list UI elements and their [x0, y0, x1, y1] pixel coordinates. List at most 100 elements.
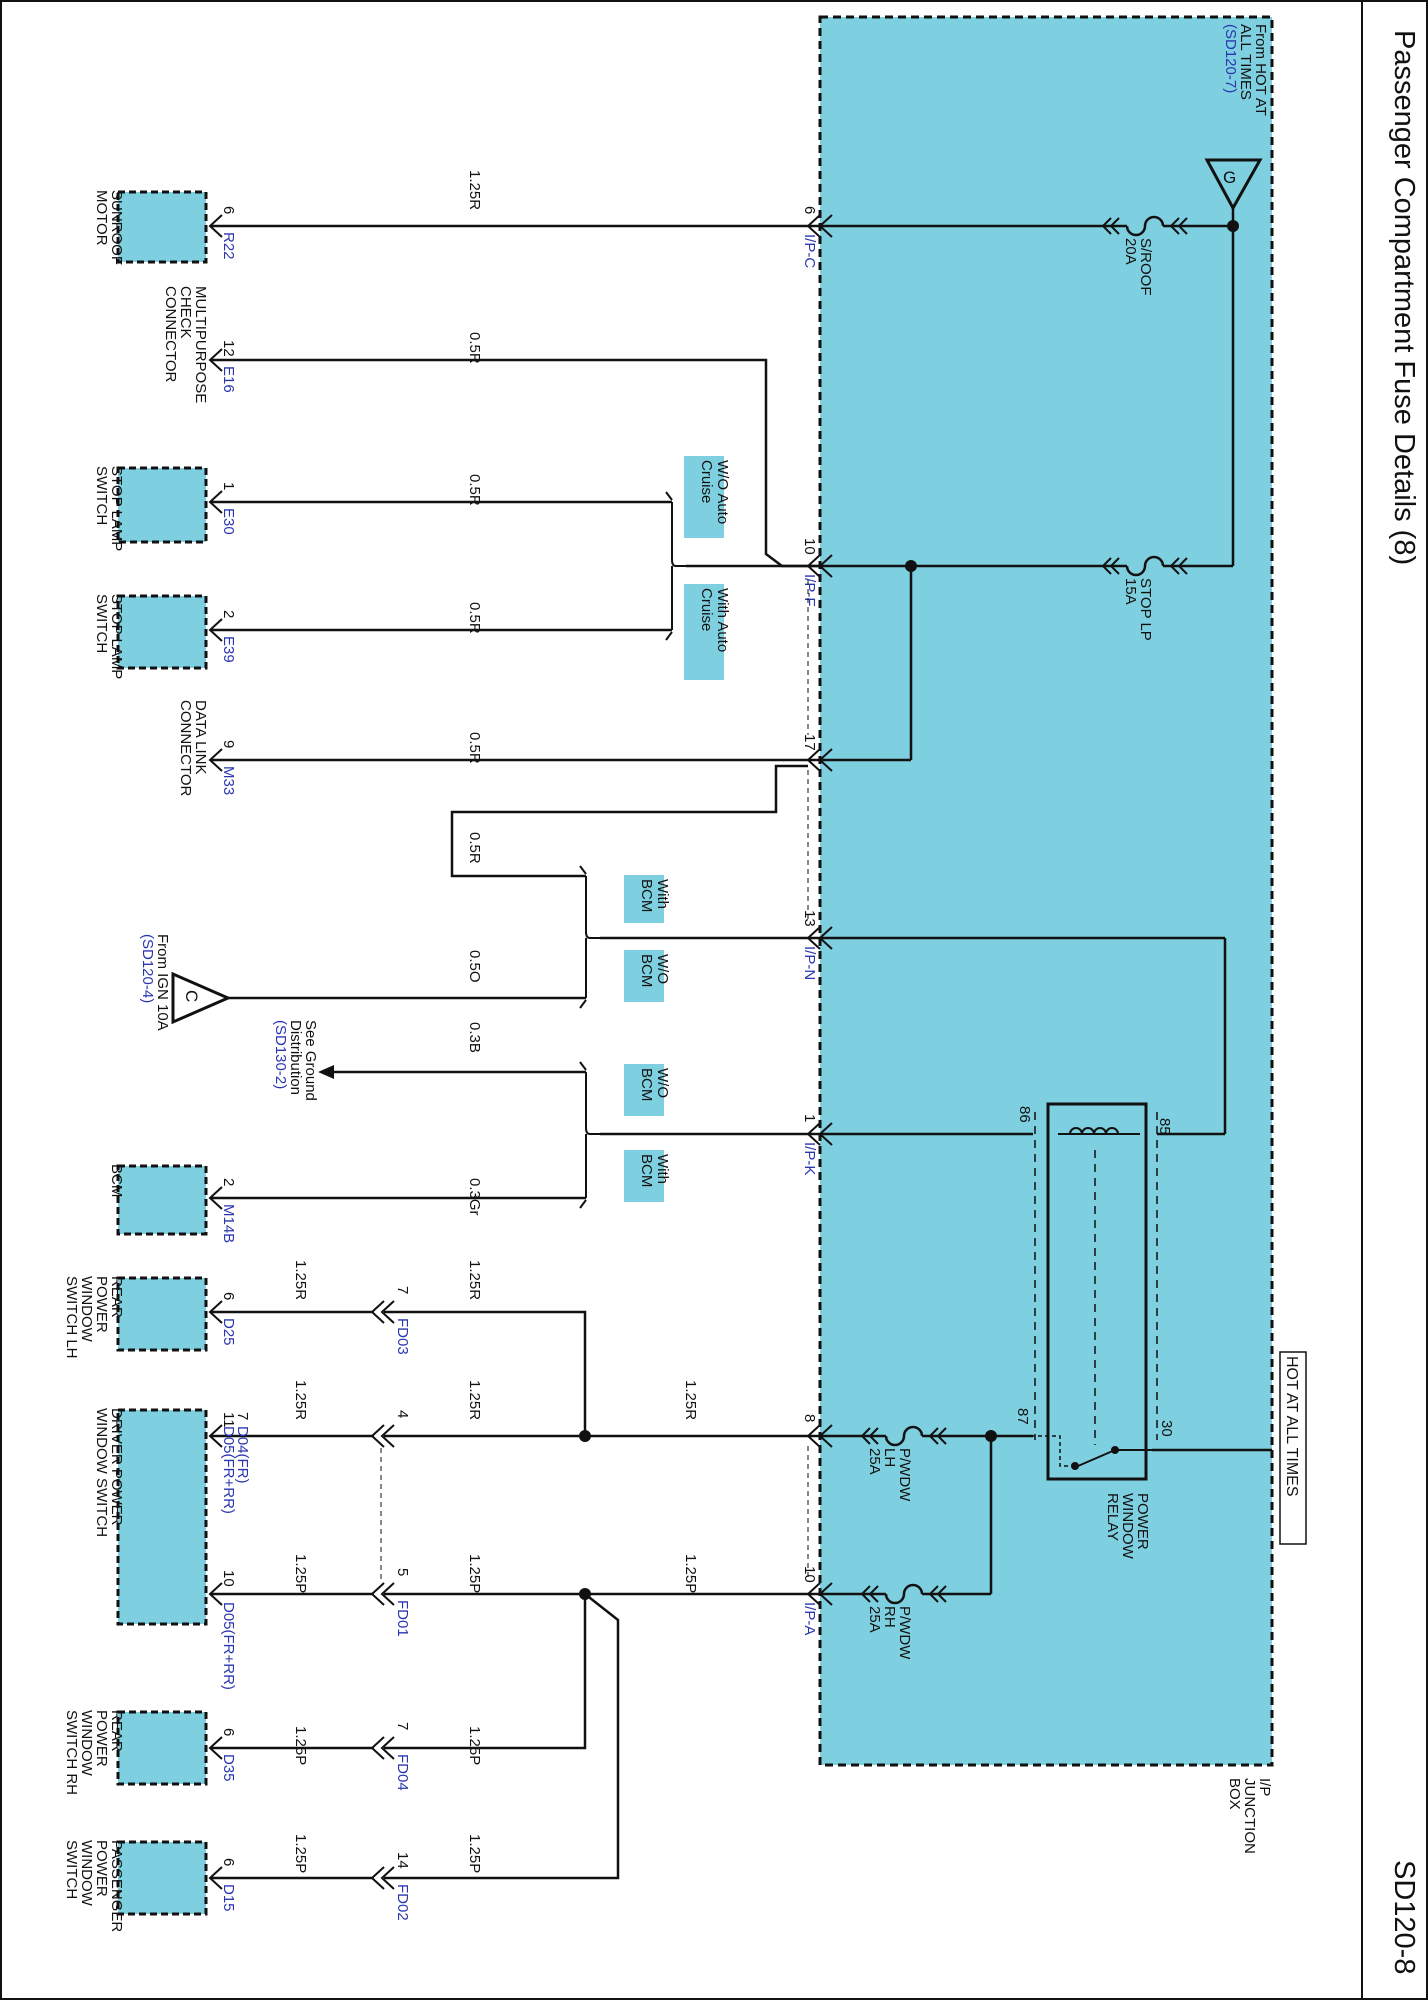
bracket-bcm-2: [579, 1061, 600, 1209]
wire-label: 0.5O: [466, 950, 483, 983]
wire-labels: 1.25R0.5R0.5R0.5R0.5R0.5R0.5O0.3B0.3Gr1.…: [292, 170, 699, 1873]
connector-chevron-icon: [818, 1122, 833, 1146]
ign-feed-ref: (SD120-4): [139, 934, 156, 1003]
fuse-label: RH: [881, 1606, 898, 1628]
inline-pin: 7: [394, 1286, 411, 1294]
fuse-label: 20A: [1122, 238, 1139, 265]
component-pin: 11: [220, 1412, 237, 1428]
inline-chevron-icon: [380, 1736, 395, 1760]
option-box-text: Cruise: [698, 588, 715, 631]
component-name: CONNECTOR: [177, 700, 194, 797]
component-connector: M33: [220, 766, 237, 795]
wire-label: 1.25R: [466, 1380, 483, 1420]
page-code: SD120-8: [1388, 1860, 1420, 1974]
component-pin: 2: [220, 610, 237, 618]
ground-text-2: Distribution: [287, 1020, 304, 1095]
component-connector: D05(FR+RR): [220, 1602, 237, 1690]
wire-label: 1.25P: [292, 1834, 309, 1873]
component-name: STOP LAMP: [108, 466, 125, 551]
fuse-icon: [1125, 555, 1165, 577]
fuse-icon: [884, 1583, 924, 1605]
component-name: SWITCH RH: [63, 1710, 80, 1795]
wire-label: 1.25P: [682, 1554, 699, 1593]
option-box-text: With: [654, 879, 671, 909]
component-connector: E39: [220, 636, 237, 663]
feed-g-text-2: ALL TIMES: [1237, 24, 1254, 100]
fuse-label: 15A: [1122, 578, 1139, 605]
ip-a-pin-10: 10: [801, 1566, 818, 1583]
component-box: [116, 594, 208, 670]
wire-label: 1.25P: [466, 1726, 483, 1765]
ip-k-pin: 1: [801, 1114, 818, 1122]
option-box-bg: [624, 1150, 664, 1202]
component-name: SUNROOF: [108, 190, 125, 265]
feed-g-text-1: From HOT AT: [1252, 24, 1269, 116]
ip-n-label: I/P-N: [801, 946, 818, 980]
component-name: SWITCH: [93, 466, 110, 525]
option-box-text: W/O Auto: [714, 460, 731, 524]
component-name: SWITCH LH: [63, 1276, 80, 1359]
component-connector: R22: [220, 232, 237, 260]
fuse-clip-icon: [1177, 557, 1188, 575]
bracket-cruise: [665, 491, 686, 641]
relay-name-2: WINDOW: [1119, 1493, 1136, 1560]
component-chevron-icon: [208, 748, 223, 772]
junction-box: [818, 15, 1274, 1767]
fuse-clip-icon: [936, 1427, 947, 1445]
ip-n-pin: 13: [801, 910, 818, 927]
component-pin: 6: [220, 1292, 237, 1300]
connector-chevron-icon: [818, 554, 833, 578]
fuse-label: P/WDW: [896, 1448, 913, 1502]
wire-label: 1.25P: [292, 1726, 309, 1765]
connector-chevron-icon: [806, 1424, 821, 1448]
component-name: WINDOW: [78, 1710, 95, 1777]
inline-pin: 5: [394, 1568, 411, 1576]
component-box: [116, 190, 208, 264]
component-name: REAR: [108, 1710, 125, 1752]
component-chevron-icon: [208, 348, 223, 372]
connector-chevron-icon: [818, 214, 833, 238]
component-name: STOP LAMP: [108, 594, 125, 679]
connector-chevron-icon: [806, 214, 821, 238]
fuse-clip-icon: [936, 1585, 947, 1603]
component-connector: D35: [220, 1754, 237, 1782]
component-name: MOTOR: [93, 190, 110, 246]
inline-pin: 7: [394, 1722, 411, 1730]
feed-g-triangle-icon: [1204, 158, 1263, 212]
component-box: [116, 1840, 208, 1916]
component-name: REAR: [108, 1276, 125, 1318]
relay-name-1: POWER: [1134, 1493, 1151, 1550]
connector-chevron-icon: [806, 748, 821, 772]
ip-c-label: I/P-C: [801, 234, 818, 268]
fuse-clip-icon: [1169, 217, 1180, 235]
component-chevron-icon: [208, 1186, 223, 1210]
option-box-bg: [684, 456, 724, 538]
wire-label: 1.25R: [292, 1380, 309, 1420]
component-connector: E30: [220, 508, 237, 535]
option-box-text: Cruise: [698, 460, 715, 503]
inline-connector-id: FD03: [394, 1318, 411, 1355]
component-pin: 6: [220, 1728, 237, 1736]
relay-pin-85: 85: [1156, 1118, 1173, 1135]
option-box-text: BCM: [638, 954, 655, 987]
component-pin: 10: [220, 1570, 237, 1587]
component-name: POWER: [93, 1710, 110, 1767]
connector-chevron-icon: [818, 748, 833, 772]
option-box-text: BCM: [638, 1154, 655, 1187]
fuse-label: P/WDW: [896, 1606, 913, 1660]
ip-a-label: I/P-A: [801, 1602, 818, 1635]
